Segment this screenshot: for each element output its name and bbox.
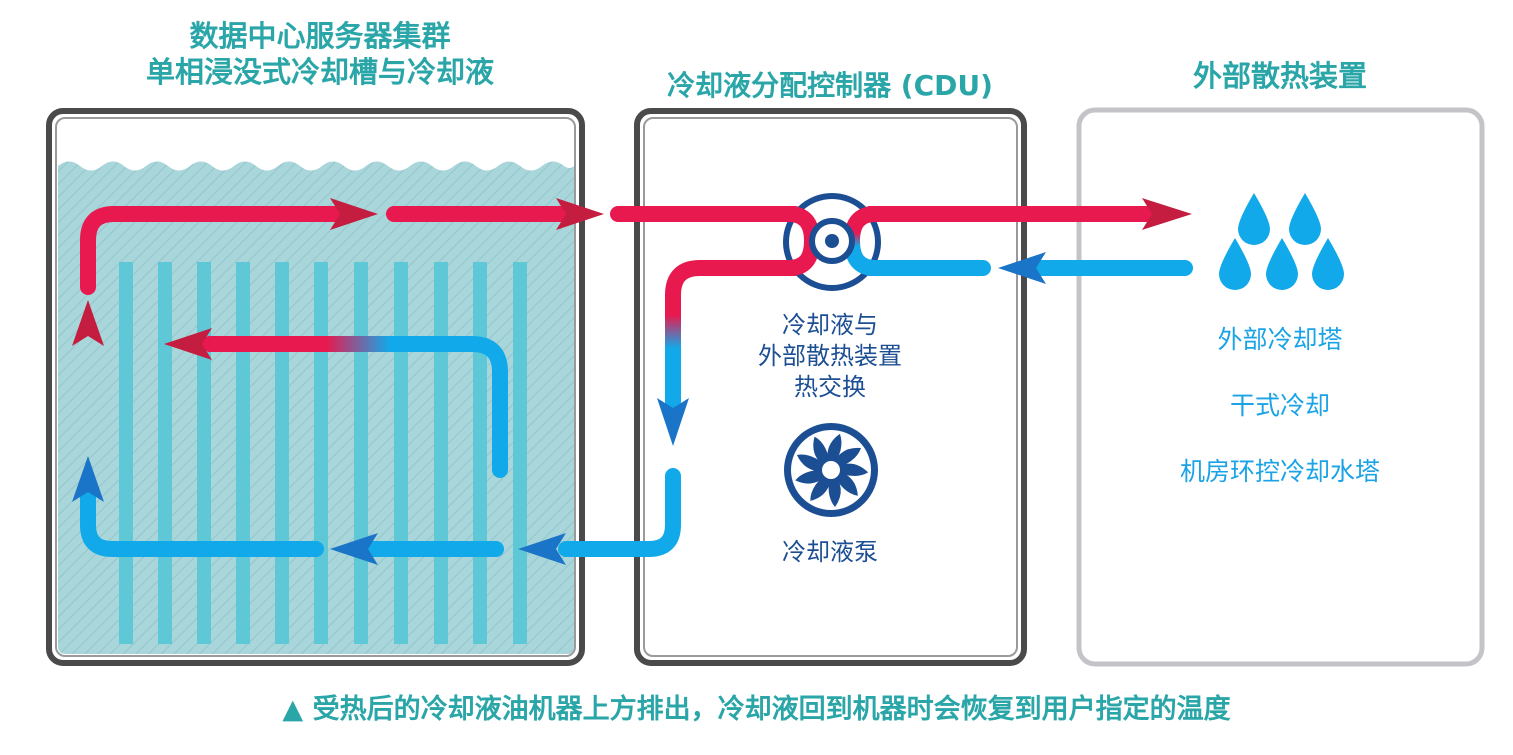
heat-exchange-label: 冷却液与 外部散热装置 热交换 (680, 310, 980, 403)
arrow-to-external (1142, 198, 1192, 230)
arrow-left-up (72, 456, 104, 502)
cold-flow-bottom (80, 484, 324, 557)
arrow-top-2 (556, 198, 604, 230)
tank-title: 数据中心服务器集群 单相浸没式冷却槽与冷却液 (50, 18, 590, 90)
hot-flow-top (80, 206, 348, 295)
arrow-mid-left (164, 328, 212, 360)
external-item-crac-tower: 机房环控冷却水塔 (1179, 457, 1380, 486)
tank-title-line1: 数据中心服务器集群 (189, 19, 451, 53)
pump-fan-icon (784, 423, 878, 517)
heat-exchange-line2: 外部散热装置 (758, 342, 902, 370)
arrow-from-external (998, 252, 1046, 284)
external-item-cooling-tower: 外部冷却塔 (1217, 325, 1343, 354)
pump-label: 冷却液泵 (782, 538, 878, 566)
arrow-top-1 (330, 198, 378, 230)
cdu-box (634, 108, 1027, 666)
arrow-cdu-down (657, 398, 689, 446)
cdu-title: 冷却液分配控制器 (CDU) (667, 69, 993, 102)
external-box (1076, 107, 1485, 667)
arrow-riser (72, 300, 104, 346)
heat-exchanger-icon (781, 193, 883, 291)
flow-arrows (72, 198, 1192, 565)
caption: ▲ 受热后的冷却液油机器上方排出，冷却液回到机器时会恢复到用户指定的温度 (282, 694, 1231, 725)
cdu-down-flow (665, 260, 803, 410)
external-item-dry-cooling: 干式冷却 (1229, 391, 1330, 420)
arrow-bottom-1 (330, 533, 378, 565)
external-title: 外部散热装置 (1192, 59, 1367, 93)
cold-to-tank (558, 468, 681, 557)
coolant-flow (80, 206, 1193, 557)
heat-exchange-line1: 冷却液与 (782, 311, 878, 339)
heat-exchange-line3: 热交换 (794, 373, 866, 401)
tank-title-line2: 单相浸没式冷却槽与冷却液 (145, 55, 494, 89)
mid-flow (202, 336, 508, 478)
water-drops-icon (1219, 193, 1344, 290)
arrow-bottom-2 (518, 533, 566, 565)
